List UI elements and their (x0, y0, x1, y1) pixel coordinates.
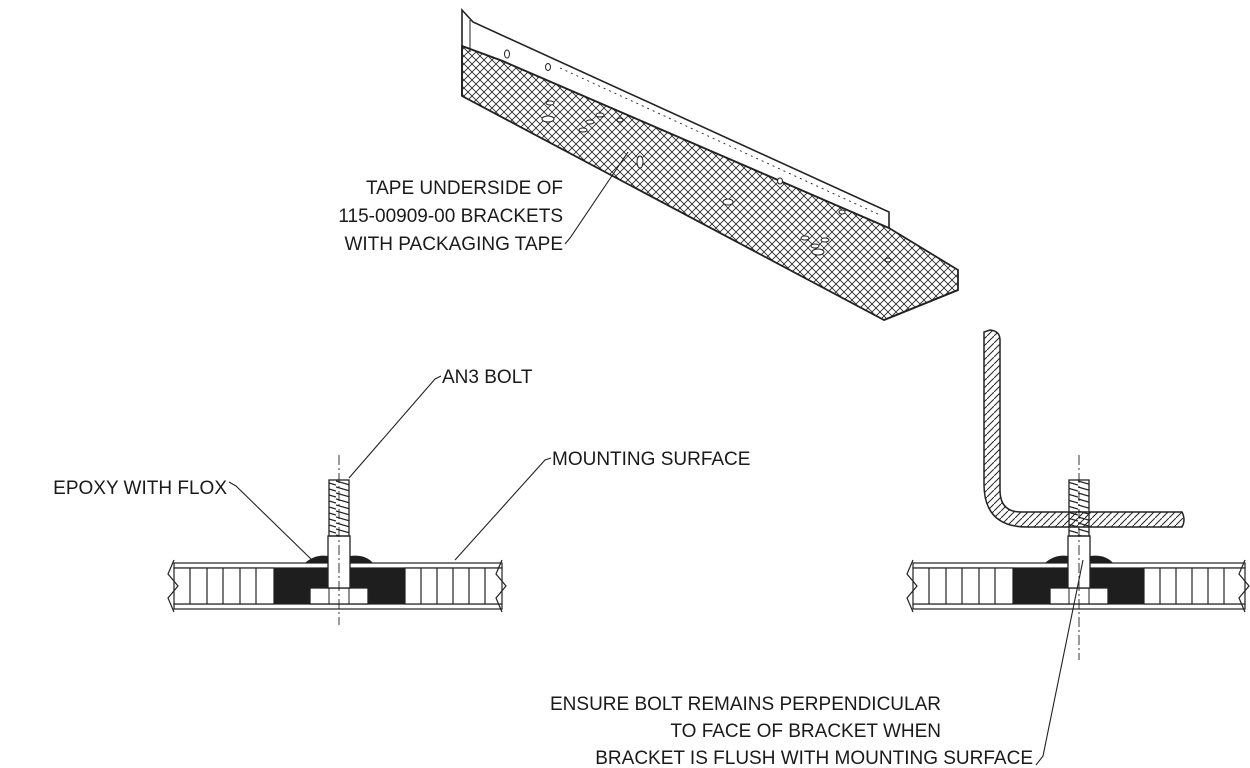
label-bolt: AN3 BOLT (442, 367, 533, 388)
leader-tape (564, 151, 629, 245)
bracket-hole-marks (504, 49, 892, 263)
ensure-note-line-1: ENSURE BOLT REMAINS PERPENDICULAR (550, 694, 941, 715)
bolt-shank (327, 535, 351, 589)
taped-underside (461, 44, 959, 321)
leader-ensure (1035, 559, 1084, 766)
tape-note-line-2: 115-00909-00 BRACKETS (338, 206, 563, 227)
label-tape-note: TAPE UNDERSIDE OF 115-00909-00 BRACKETS … (338, 178, 563, 255)
tape-note-line-3: WITH PACKAGING TAPE (344, 234, 563, 255)
leader-lines (228, 151, 1084, 766)
leader-bolt (348, 375, 442, 479)
label-epoxy: EPOXY WITH FLOX (53, 478, 227, 499)
ensure-note-line-2: TO FACE OF BRACKET WHEN (670, 721, 941, 742)
leader-epoxy (228, 481, 313, 561)
leader-mounting-surface (454, 457, 552, 561)
bolt-installation-left (167, 455, 507, 625)
label-ensure-note: ENSURE BOLT REMAINS PERPENDICULAR TO FAC… (550, 694, 1033, 768)
label-mounting-surface: MOUNTING SURFACE (552, 449, 750, 470)
bracket-section (983, 329, 1185, 528)
tape-note-line-1: TAPE UNDERSIDE OF (366, 178, 563, 199)
taped-bracket (461, 7, 959, 321)
ensure-note-line-3: BRACKET IS FLUSH WITH MOUNTING SURFACE (595, 748, 1033, 768)
bolt-installation-right (906, 329, 1250, 660)
